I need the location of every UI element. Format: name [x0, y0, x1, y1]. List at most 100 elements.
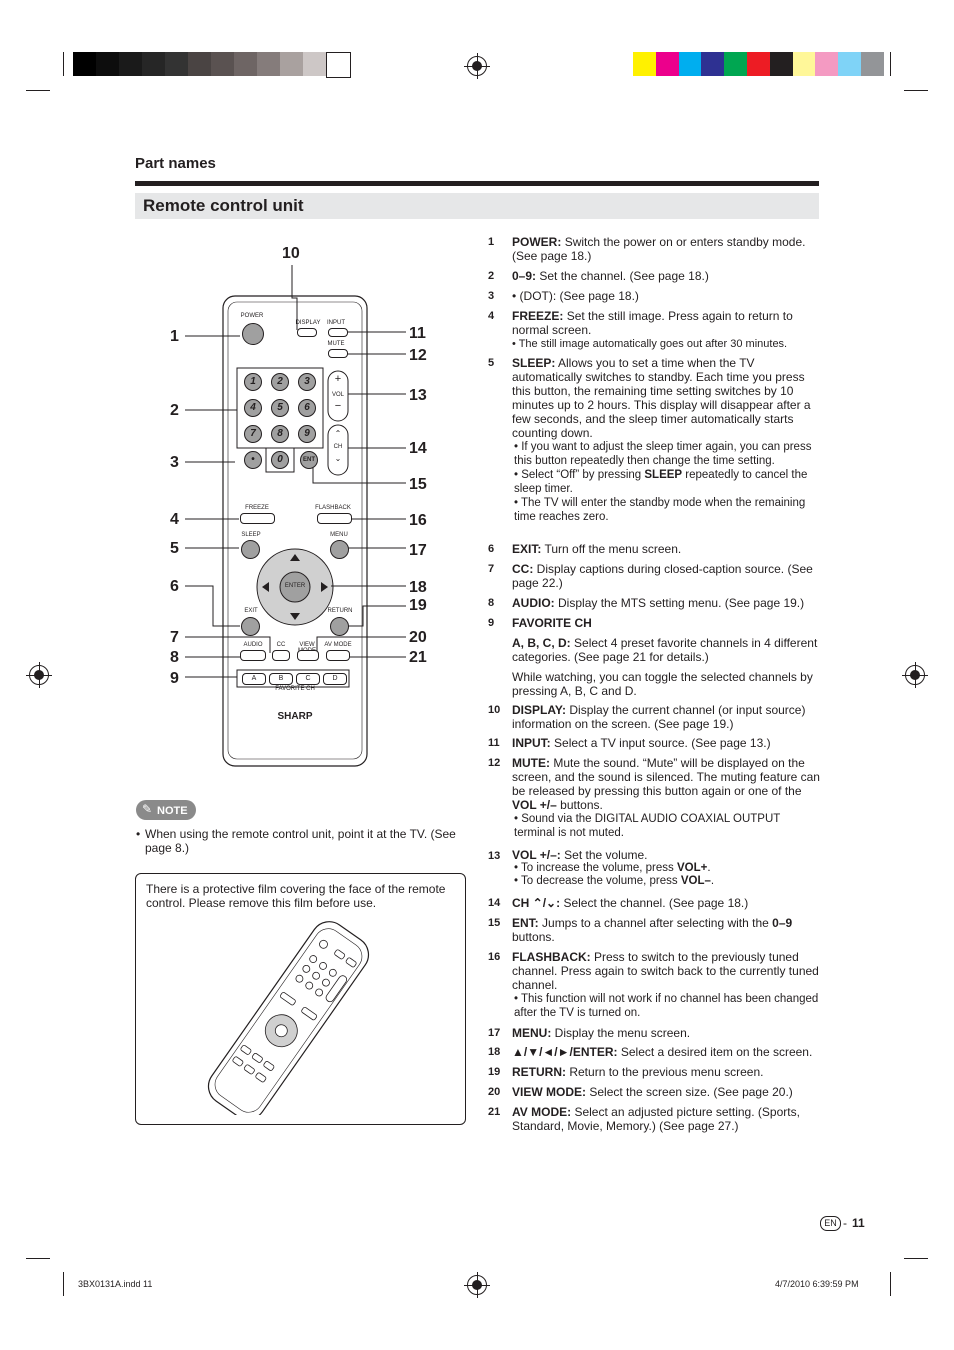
item-text: Select an adjusted picture setting. (Spo…: [512, 1105, 800, 1133]
item-text: Select the screen size. (See page 20.): [589, 1085, 793, 1099]
color-swatch: [701, 52, 725, 76]
item-text: Set the still image. Press again to retu…: [512, 309, 793, 337]
color-swatch: [838, 52, 862, 76]
vol-plus-icon[interactable]: +: [334, 373, 342, 385]
fav-c-button[interactable]: C: [296, 673, 320, 685]
callout-11: 11: [409, 325, 426, 342]
gray-swatch: [280, 52, 303, 76]
color-swatch: [678, 52, 702, 76]
item-text: Display captions during closed-caption s…: [512, 562, 813, 590]
registration-mark-icon: [26, 662, 52, 688]
view-mode-button[interactable]: [297, 650, 319, 661]
digit-7-button[interactable]: 7: [244, 425, 262, 443]
film-notice-text: There is a protective film covering the …: [146, 882, 446, 910]
color-swatch: [724, 52, 748, 76]
gray-swatch: [96, 52, 119, 76]
input-button[interactable]: [328, 328, 348, 337]
item-number: 3: [488, 290, 495, 302]
item-term: POWER:: [512, 235, 562, 249]
registration-mark-icon: [464, 1272, 490, 1298]
item-text: While watching, you can toggle the selec…: [512, 670, 813, 698]
callout-2: 2: [170, 402, 179, 419]
cc-button[interactable]: [272, 650, 290, 661]
input-label: INPUT: [327, 320, 345, 326]
item-number: 7: [488, 563, 495, 575]
note-item: • When using the remote control unit, po…: [136, 827, 466, 855]
item-subnote: • The TV will enter the standby mode whe…: [514, 497, 806, 523]
flashback-button[interactable]: [317, 513, 352, 524]
page-number: 11: [852, 1216, 865, 1230]
digit-5-button[interactable]: 5: [271, 399, 289, 417]
item-term: ENT:: [512, 916, 539, 930]
vol-minus-icon[interactable]: −: [334, 400, 342, 412]
heading-rule: [135, 181, 819, 186]
callout-5: 5: [170, 540, 179, 557]
note-badge-label: NOTE: [157, 805, 188, 817]
digit-8-button[interactable]: 8: [271, 425, 289, 443]
note-text: When using the remote control unit, poin…: [145, 827, 456, 855]
item-number: 17: [488, 1027, 501, 1039]
film-notice-box: [135, 873, 466, 1125]
gray-swatch: [326, 52, 351, 78]
crop-mark: [63, 52, 64, 76]
crop-mark: [904, 1258, 928, 1259]
digit-3-button[interactable]: 3: [298, 373, 316, 391]
item-term: FAVORITE CH: [512, 616, 592, 630]
return-button[interactable]: [330, 617, 349, 636]
fav-d-button[interactable]: D: [323, 673, 347, 685]
item-text: Set the volume.: [564, 848, 648, 862]
callout-21: 21: [409, 649, 427, 666]
ent-button[interactable]: ENT: [300, 451, 318, 469]
digit-6-button[interactable]: 6: [298, 399, 316, 417]
pencil-icon: ✎: [142, 802, 153, 816]
item-text: Press to switch to the previously tuned …: [512, 950, 819, 992]
digit-1-button[interactable]: 1: [244, 373, 262, 391]
digit-9-button[interactable]: 9: [298, 425, 316, 443]
digit-2-button[interactable]: 2: [271, 373, 289, 391]
ch-up-icon[interactable]: ⌃: [334, 429, 342, 438]
language-badge: EN: [820, 1216, 841, 1231]
item-number: 12: [488, 757, 501, 769]
item-number: 4: [488, 310, 495, 322]
item-term: VIEW MODE:: [512, 1085, 586, 1099]
footer-timestamp: 4/7/2010 6:39:59 PM: [775, 1279, 859, 1289]
freeze-button[interactable]: [240, 513, 275, 524]
display-button[interactable]: [297, 328, 317, 337]
fav-a-button[interactable]: A: [242, 673, 266, 685]
callout-4: 4: [170, 511, 179, 528]
color-swatch: [633, 52, 656, 76]
digit-0-button[interactable]: 0: [271, 451, 289, 469]
gray-swatch: [257, 52, 280, 76]
item-text: Display the menu screen.: [554, 1026, 691, 1040]
audio-button[interactable]: [240, 650, 266, 661]
callout-1: 1: [170, 328, 179, 345]
item-subnote: • If you want to adjust the sleep timer …: [514, 441, 812, 467]
remote-diagram: SHARP 1 2 3 4 5 6 7 8 9 10 11 12 13 14 1…: [135, 240, 465, 780]
item-text: Display the current channel (or input so…: [512, 703, 806, 731]
item-number: 20: [488, 1086, 501, 1098]
item-term: INPUT:: [512, 736, 551, 750]
dot-button[interactable]: •: [244, 451, 262, 469]
item-term: A, B, C, D:: [512, 636, 571, 650]
fav-b-button[interactable]: B: [269, 673, 293, 685]
registration-mark-icon: [902, 662, 928, 688]
item-number: 13: [488, 850, 501, 862]
item-term: DISPLAY:: [512, 703, 567, 717]
crop-mark: [63, 1272, 64, 1296]
exit-button[interactable]: [241, 617, 260, 636]
callout-15: 15: [409, 476, 427, 493]
item-number: 19: [488, 1066, 501, 1078]
item-number: 15: [488, 917, 501, 929]
item-text: Select a desired item on the screen.: [620, 1045, 813, 1059]
item-text: Turn off the menu screen.: [544, 542, 682, 556]
item-number: 9: [488, 617, 495, 629]
menu-button[interactable]: [330, 540, 349, 559]
power-button[interactable]: [242, 323, 264, 345]
sleep-button[interactable]: [241, 540, 260, 559]
digit-4-button[interactable]: 4: [244, 399, 262, 417]
enter-button[interactable]: ENTER: [284, 583, 306, 589]
ch-down-icon[interactable]: ⌄: [334, 454, 342, 463]
callout-18: 18: [409, 579, 427, 596]
mute-button[interactable]: [328, 349, 348, 358]
av-mode-button[interactable]: [326, 650, 350, 661]
